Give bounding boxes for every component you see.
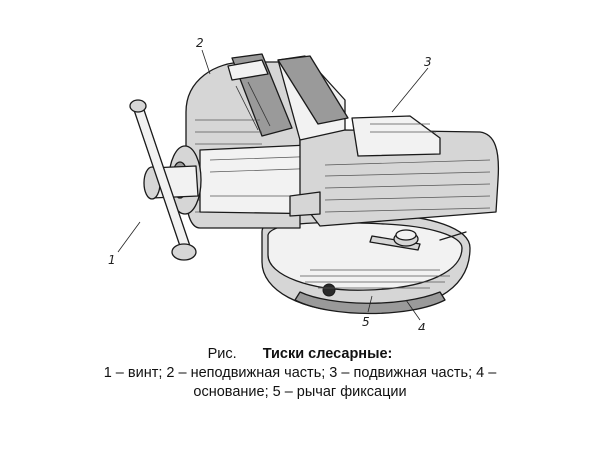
- caption-line-1: Рис. Тиски слесарные:: [0, 345, 600, 364]
- vise-base: [261, 212, 471, 315]
- callout-4-label: 4: [418, 321, 426, 330]
- callout-5: 5: [362, 295, 373, 329]
- callout-3-label: 3: [424, 55, 432, 69]
- callout-1-label: 1: [108, 253, 116, 267]
- figure-caption: Рис. Тиски слесарные: 1 – винт; 2 – непод…: [0, 345, 600, 402]
- callout-3: 3: [391, 55, 432, 113]
- vise-movable-part: [277, 55, 500, 227]
- callout-5-label: 5: [362, 315, 370, 329]
- callout-2-label: 2: [196, 36, 204, 50]
- vise-screw: [129, 99, 199, 261]
- caption-prefix: Рис.: [207, 346, 237, 362]
- caption-line-3: основание; 5 – рычаг фиксации: [193, 384, 407, 400]
- callout-1: 1: [108, 221, 141, 267]
- caption-line-2: 1 – винт; 2 – неподвижная часть; 3 – под…: [103, 365, 497, 381]
- callout-2: 2: [196, 36, 211, 75]
- caption-title: Тиски слесарные:: [262, 346, 393, 362]
- callout-4: 4: [405, 299, 426, 330]
- bench-vise-drawing: 1 2 3 4 5: [108, 36, 500, 330]
